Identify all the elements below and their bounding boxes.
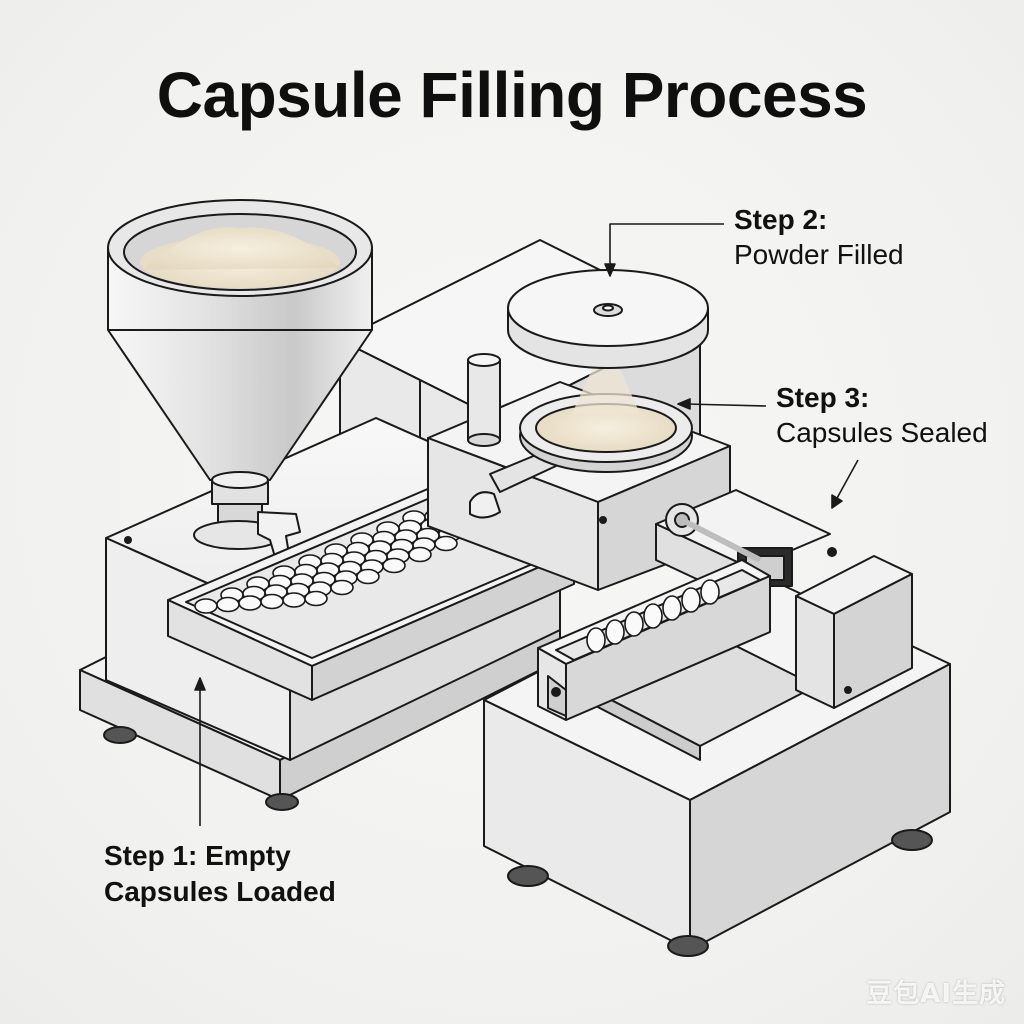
- step3-description: Capsules Sealed: [776, 417, 988, 448]
- step1-arrowhead: [194, 677, 206, 691]
- step2-description: Powder Filled: [734, 239, 904, 270]
- rail-capsules: [586, 579, 720, 653]
- step2-leader: [609, 223, 724, 268]
- sealed-capsule: [700, 579, 720, 605]
- sealed-capsule: [624, 611, 644, 637]
- capsule: [282, 592, 306, 608]
- capsule: [382, 557, 406, 574]
- step1-line1: Step 1: Empty: [104, 840, 291, 871]
- step2-heading: Step 2:: [734, 204, 828, 235]
- capsule: [408, 546, 432, 563]
- capsule: [238, 595, 262, 611]
- capsule: [260, 593, 284, 610]
- capsule: [194, 598, 218, 614]
- right-base-machine: [483, 565, 951, 957]
- sealed-capsule: [643, 603, 663, 629]
- step1-label: Step 1: Empty Capsules Loaded: [104, 838, 336, 910]
- capsule: [216, 596, 240, 613]
- step3-leader-2: [835, 459, 859, 501]
- step3-arrowhead-2: [831, 494, 843, 509]
- sealed-capsule: [586, 627, 606, 653]
- step2-label: Step 2: Powder Filled: [734, 202, 904, 272]
- sealed-capsule: [605, 619, 625, 645]
- capsule: [330, 579, 354, 596]
- step3-arrowhead: [677, 398, 691, 410]
- sealed-capsule: [681, 587, 701, 613]
- watermark: 豆包AI生成: [866, 979, 1006, 1009]
- step3-heading: Step 3:: [776, 382, 870, 413]
- step3-leader: [685, 403, 767, 407]
- page-title: Capsule Filling Process: [156, 59, 868, 131]
- dosing-station: [507, 269, 709, 473]
- hopper: [107, 199, 373, 575]
- capsule: [434, 535, 458, 552]
- sealed-capsule: [662, 595, 682, 621]
- capsule: [356, 568, 380, 585]
- step2-arrowhead: [604, 263, 616, 277]
- step3-label: Step 3: Capsules Sealed: [776, 380, 988, 450]
- capsule: [304, 590, 328, 607]
- step1-line2: Capsules Loaded: [104, 875, 336, 907]
- callout-arrows: [194, 223, 859, 826]
